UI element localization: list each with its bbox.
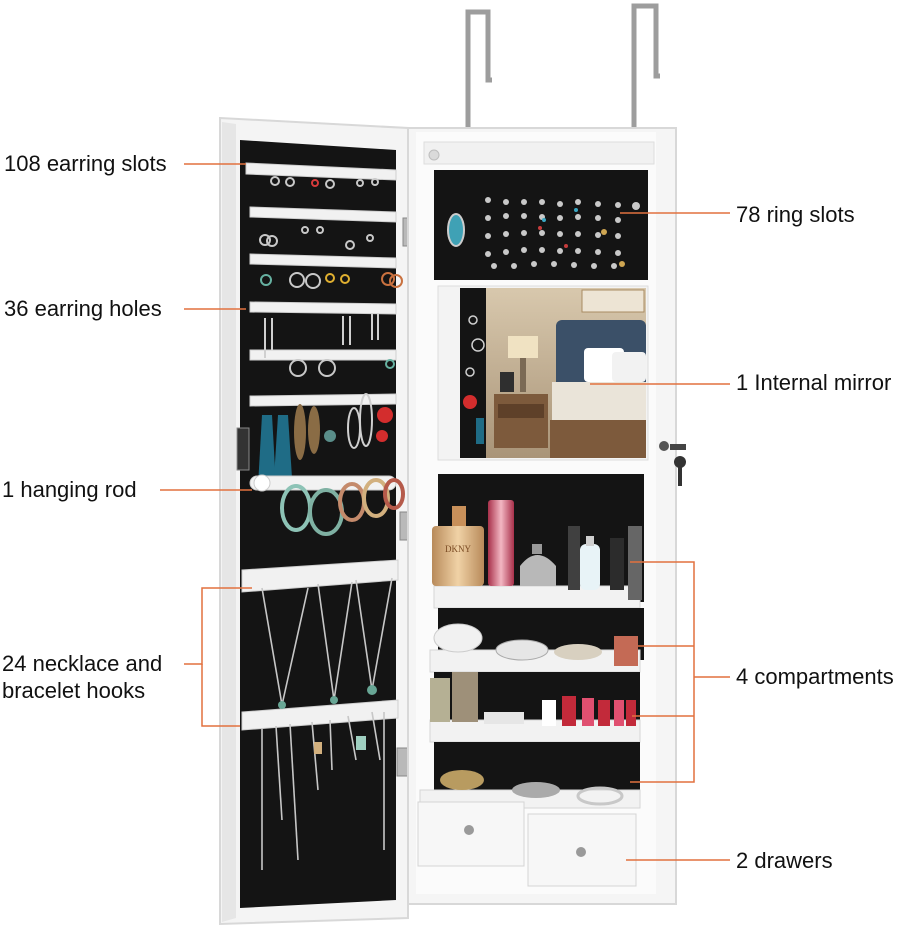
necklace-hooks-label-line1: 24 necklace and: [2, 651, 163, 676]
necklace-hooks-label-line2: bracelet hooks: [2, 678, 146, 703]
tassel-earrings: [258, 393, 393, 486]
pendants: [278, 685, 377, 754]
over-door-hooks: [465, 3, 660, 130]
lock-key: [659, 441, 686, 486]
perfume-label: DKNY: [445, 544, 471, 554]
internal-mirror: [437, 285, 649, 461]
cosmetic-bottles: DKNY: [430, 500, 642, 806]
compartments-label: 4 compartments: [736, 664, 894, 689]
drawers-label: 2 drawers: [736, 848, 833, 873]
dangling-earrings: [264, 314, 379, 358]
earrings: [259, 176, 403, 377]
ring-slots-label: 78 ring slots: [736, 202, 855, 227]
earring-slot-bars: [245, 162, 397, 407]
necklace-hook-bar: [241, 559, 399, 731]
callout-lines: [160, 163, 730, 861]
earring-slots-label: 108 earring slots: [4, 151, 167, 176]
ring-tray: [434, 170, 648, 280]
earring-holes-label: 36 earring holes: [4, 296, 162, 321]
cabinet-door: [219, 116, 422, 926]
internal-mirror-label: 1 Internal mirror: [736, 370, 892, 395]
drawers: [417, 801, 637, 887]
cabinet-body: DKNY: [407, 127, 686, 905]
hanging-rod: [249, 474, 405, 536]
hanging-rod-label: 1 hanging rod: [2, 477, 137, 502]
